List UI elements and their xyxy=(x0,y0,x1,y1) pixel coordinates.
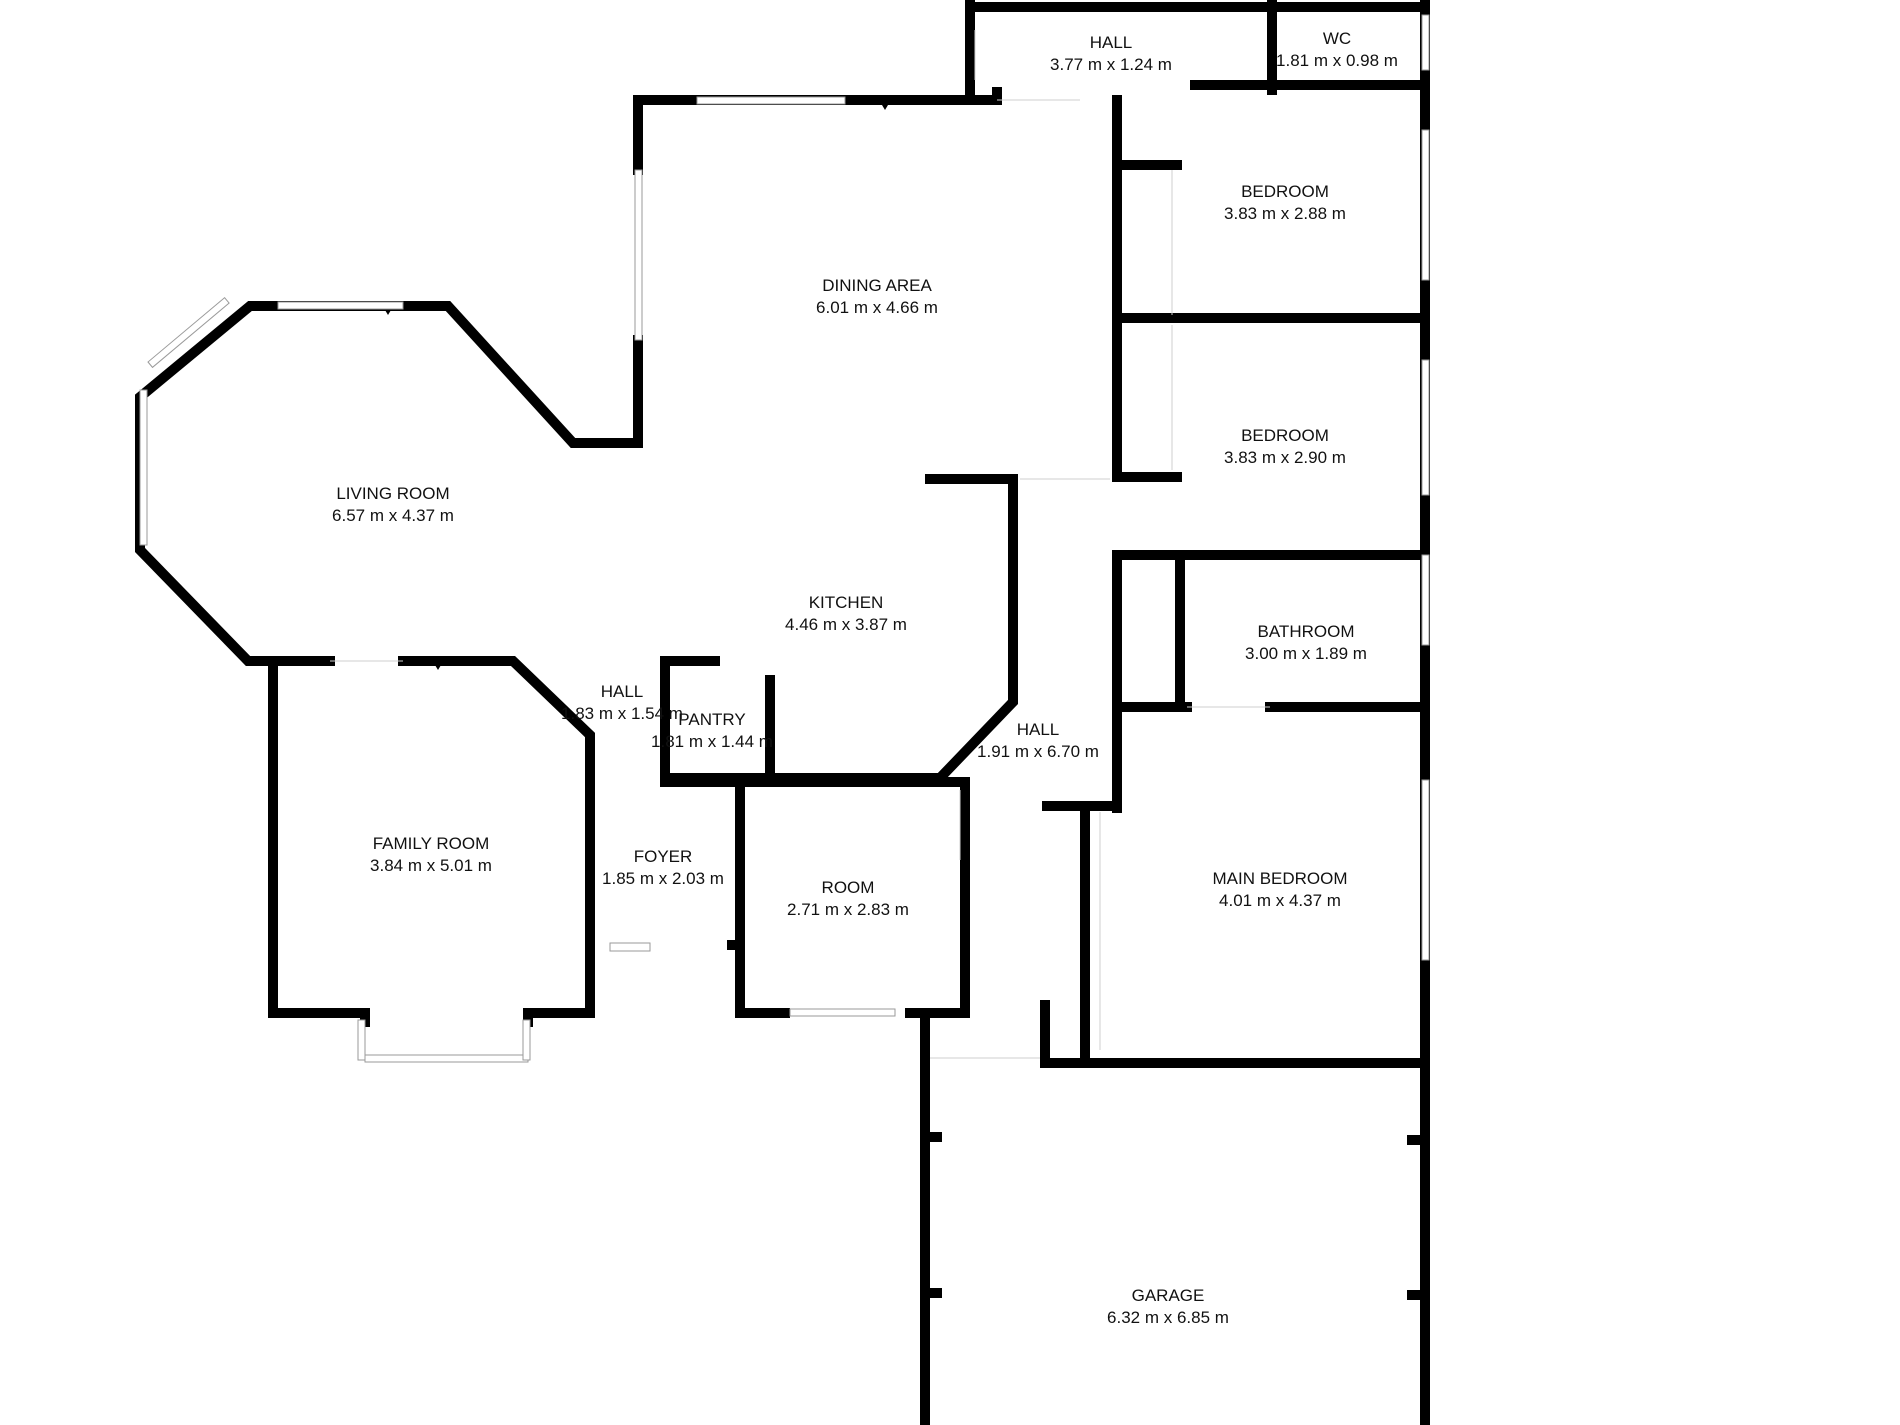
marker-2 xyxy=(385,310,391,315)
room-dims: 6.57 m x 4.37 m xyxy=(332,506,454,525)
room-name: HALL xyxy=(601,682,644,701)
window-living-bay xyxy=(139,389,148,546)
label-wc: WC 1.81 m x 0.98 m xyxy=(1276,29,1398,70)
window-wc xyxy=(1421,14,1430,71)
wall-room xyxy=(660,777,970,1018)
window-family-bay xyxy=(364,1054,529,1063)
window-living-top xyxy=(277,301,404,310)
wall-top-hall xyxy=(965,0,1430,95)
room-dims: 3.83 m x 2.88 m xyxy=(1224,204,1346,223)
label-kitchen: KITCHEN 4.46 m x 3.87 m xyxy=(785,593,907,634)
room-labels: HALL 3.77 m x 1.24 m WC 1.81 m x 0.98 m … xyxy=(332,29,1398,1327)
label-living-room: LIVING ROOM 6.57 m x 4.37 m xyxy=(332,484,454,525)
wall-living-family xyxy=(268,656,595,1027)
label-room: ROOM 2.71 m x 2.83 m xyxy=(787,878,909,919)
label-hall-small: HALL 1.83 m x 1.54 m xyxy=(561,682,683,723)
windows xyxy=(139,14,1430,1063)
marker-4 xyxy=(1292,550,1298,555)
window-dining-top xyxy=(696,96,846,105)
window-bedroom-1 xyxy=(1421,129,1430,281)
window-bathroom xyxy=(1421,554,1430,646)
room-dims: 1.83 m x 1.54 m xyxy=(561,704,683,723)
label-foyer: FOYER 1.85 m x 2.03 m xyxy=(602,847,724,888)
room-dims: 6.01 m x 4.66 m xyxy=(816,298,938,317)
room-name: HALL xyxy=(1090,33,1133,52)
room-dims: 3.84 m x 5.01 m xyxy=(370,856,492,875)
room-name: LIVING ROOM xyxy=(336,484,449,503)
window-main-bedroom xyxy=(1421,779,1430,961)
wall-bedroom-column xyxy=(1042,95,1430,1060)
window-family-left xyxy=(357,1019,366,1061)
room-dims: 1.81 m x 0.98 m xyxy=(1276,51,1398,70)
label-bedroom-1: BEDROOM 3.83 m x 2.88 m xyxy=(1224,182,1346,223)
door-openings xyxy=(330,30,1270,1059)
room-name: BEDROOM xyxy=(1241,426,1329,445)
wall-garage-ticks xyxy=(920,1132,1430,1300)
wall-garage xyxy=(920,1000,1430,1425)
room-name: DINING AREA xyxy=(822,276,932,295)
label-pantry: PANTRY 1.81 m x 1.44 m xyxy=(651,710,773,751)
room-name: BATHROOM xyxy=(1258,622,1355,641)
room-name: GARAGE xyxy=(1132,1286,1205,1305)
window-bedroom-2 xyxy=(1421,359,1430,496)
marker-6 xyxy=(1262,1058,1268,1063)
label-hall-long: HALL 1.91 m x 6.70 m xyxy=(977,720,1099,761)
room-dims: 1.91 m x 6.70 m xyxy=(977,742,1099,761)
room-name: FOYER xyxy=(634,847,693,866)
room-dims: 1.81 m x 1.44 m xyxy=(651,732,773,751)
window-room-south xyxy=(789,1008,896,1017)
room-name: ROOM xyxy=(822,878,875,897)
label-bedroom-2: BEDROOM 3.83 m x 2.90 m xyxy=(1224,426,1346,467)
room-name: WC xyxy=(1323,29,1351,48)
room-name: KITCHEN xyxy=(809,593,884,612)
room-dims: 3.77 m x 1.24 m xyxy=(1050,55,1172,74)
room-name: MAIN BEDROOM xyxy=(1212,869,1347,888)
room-dims: 4.46 m x 3.87 m xyxy=(785,615,907,634)
label-bathroom: BATHROOM 3.00 m x 1.89 m xyxy=(1245,622,1367,663)
label-family-room: FAMILY ROOM 3.84 m x 5.01 m xyxy=(370,834,492,875)
marker-3 xyxy=(1292,313,1298,318)
room-name: BEDROOM xyxy=(1241,182,1329,201)
markers xyxy=(385,105,1298,1063)
window-family-right xyxy=(522,1019,531,1061)
label-main-bedroom: MAIN BEDROOM 4.01 m x 4.37 m xyxy=(1212,869,1347,910)
room-dims: 3.00 m x 1.89 m xyxy=(1245,644,1367,663)
window-foyer xyxy=(609,942,651,952)
window-living-diagonal xyxy=(147,297,230,369)
label-dining-area: DINING AREA 6.01 m x 4.66 m xyxy=(816,276,938,317)
room-dims: 2.71 m x 2.83 m xyxy=(787,900,909,919)
marker-5 xyxy=(848,773,854,778)
room-name: FAMILY ROOM xyxy=(373,834,490,853)
wall-dining-exterior xyxy=(135,87,1002,666)
room-name: PANTRY xyxy=(678,710,745,729)
window-dining-west xyxy=(634,169,643,341)
label-garage: GARAGE 6.32 m x 6.85 m xyxy=(1107,1286,1229,1327)
marker-1 xyxy=(882,105,888,110)
label-hall-top: HALL 3.77 m x 1.24 m xyxy=(1050,33,1172,74)
room-dims: 6.32 m x 6.85 m xyxy=(1107,1308,1229,1327)
room-dims: 3.83 m x 2.90 m xyxy=(1224,448,1346,467)
room-name: HALL xyxy=(1017,720,1060,739)
room-dims: 1.85 m x 2.03 m xyxy=(602,869,724,888)
room-dims: 4.01 m x 4.37 m xyxy=(1219,891,1341,910)
marker-7 xyxy=(435,665,441,670)
